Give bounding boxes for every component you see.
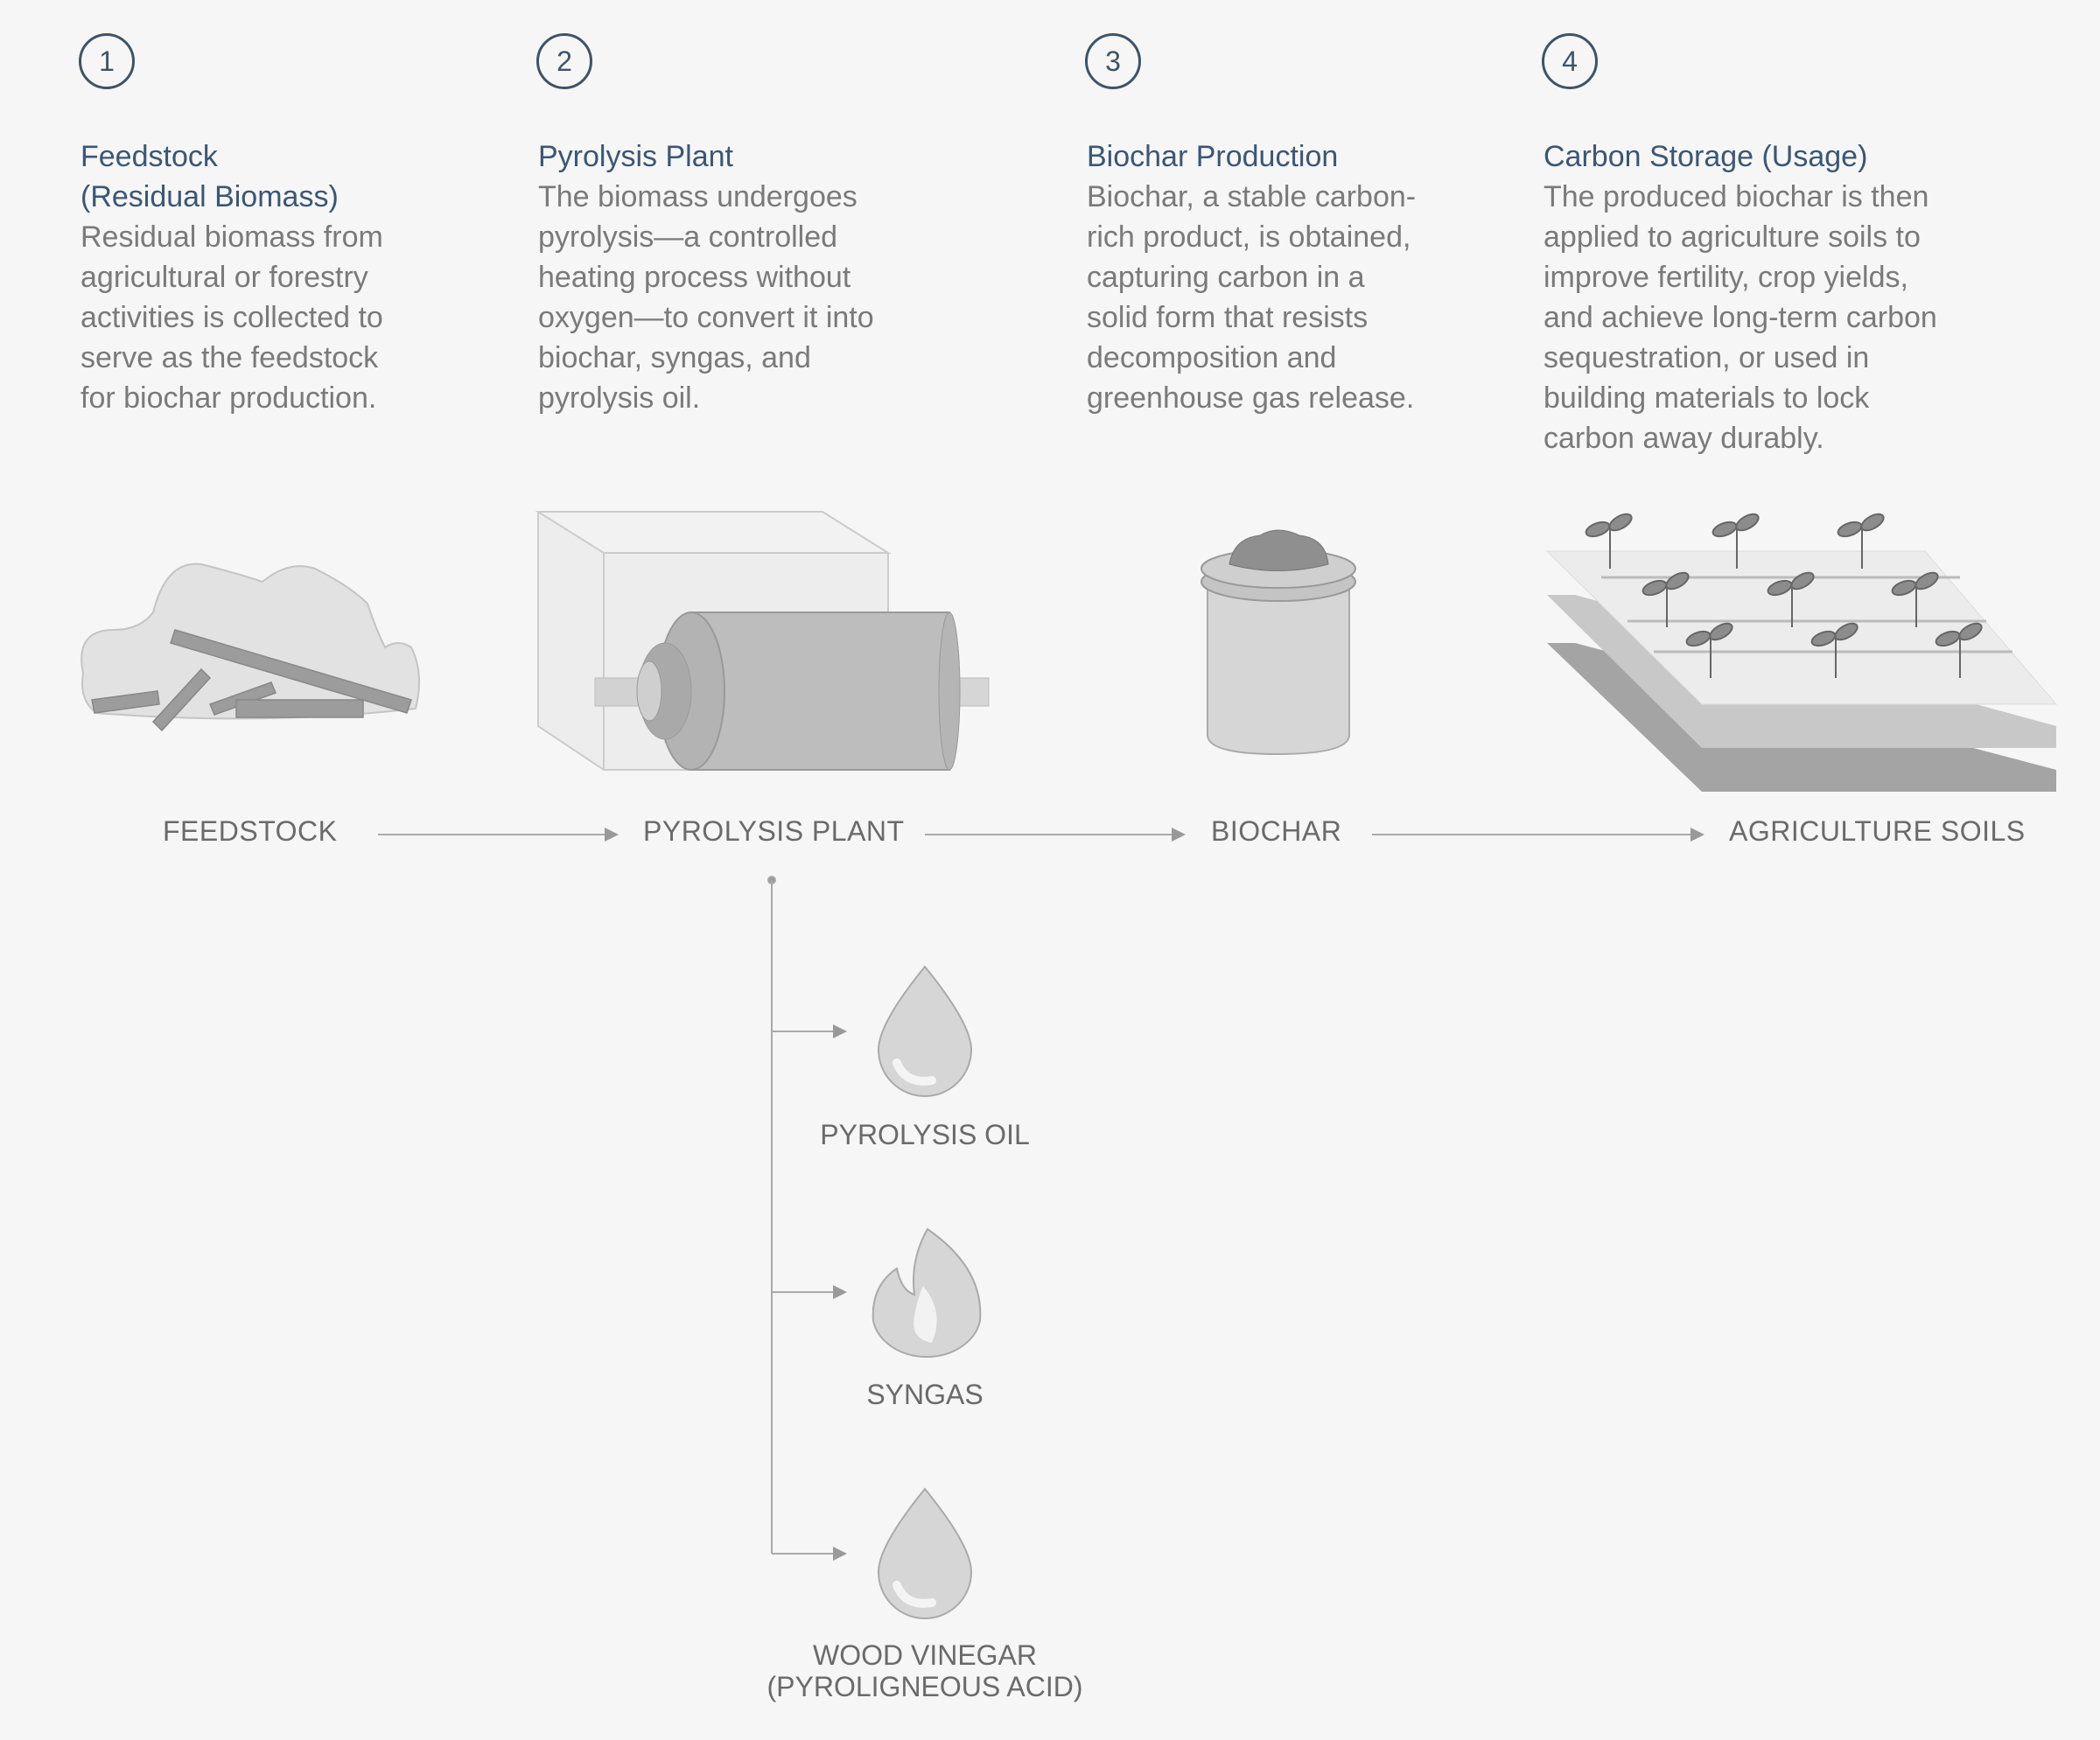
description-line: activities is collected to — [80, 301, 383, 334]
description-line: greenhouse gas release. — [1087, 381, 1415, 415]
description-line: biochar, syngas, and — [538, 341, 811, 374]
step-number-badge: 3 — [1085, 33, 1141, 89]
syngas-flame-icon — [872, 1227, 982, 1358]
flow-arrows — [378, 828, 1704, 1561]
sprout-icon — [1891, 571, 1939, 627]
description-line: for biochar production. — [80, 381, 377, 415]
step-description: The produced biochar is then applied to a… — [1544, 177, 2034, 458]
description-line: capturing carbon in a — [1087, 261, 1365, 294]
output-label-line: (PYROLIGNEOUS ACID) — [766, 1671, 1083, 1702]
step-title: Feedstock (Residual Biomass) — [80, 136, 492, 217]
description-line: sequestration, or used in — [1544, 341, 1870, 374]
output-label-line: WOOD VINEGAR — [812, 1639, 1037, 1671]
description-line: pyrolysis—a controlled — [538, 220, 838, 254]
step-feedstock: 1 Feedstock (Residual Biomass) Residual b… — [79, 33, 492, 418]
step-number-badge: 2 — [536, 33, 592, 89]
sprout-icon — [1585, 513, 1633, 569]
step-description: The biomass undergoes pyrolysis—a control… — [538, 177, 949, 418]
step-number-badge: 4 — [1542, 33, 1598, 89]
description-line: heating process without — [538, 261, 851, 294]
step-title: Pyrolysis Plant — [538, 136, 949, 177]
flow-label-biochar: BIOCHAR — [1211, 815, 1342, 847]
pyrolysis-oil-droplet-icon — [877, 965, 973, 1097]
step-title-line: (Residual Biomass) — [80, 180, 339, 213]
output-label-syngas: SYNGAS — [706, 1379, 1144, 1410]
step-title-line: Pyrolysis Plant — [538, 140, 733, 173]
step-biochar-production: 3 Biochar Production Biochar, a stable c… — [1085, 33, 1498, 418]
description-line: decomposition and — [1087, 341, 1337, 374]
description-line: serve as the feedstock — [80, 341, 379, 374]
description-line: applied to agriculture soils to — [1544, 220, 1921, 254]
output-label-line: PYROLYSIS OIL — [820, 1119, 1030, 1150]
biochar-jar-illustration — [1200, 529, 1356, 756]
step-title: Biochar Production — [1087, 136, 1498, 177]
flow-label-agriculture-soils: AGRICULTURE SOILS — [1729, 815, 2026, 847]
sprout-icon — [1767, 571, 1815, 627]
step-title-line: Biochar Production — [1087, 140, 1339, 173]
description-line: building materials to lock — [1544, 381, 1870, 415]
step-carbon-storage: 4 Carbon Storage (Usage) The produced bi… — [1542, 33, 2034, 458]
description-line: rich product, is obtained, — [1087, 220, 1411, 254]
description-line: solid form that resists — [1087, 301, 1368, 334]
output-label-pyrolysis-oil: PYROLYSIS OIL — [706, 1119, 1144, 1150]
pyrolysis-plant-illustration — [535, 511, 990, 771]
step-number-badge: 1 — [79, 33, 135, 89]
flow-label-feedstock: FEEDSTOCK — [163, 815, 338, 847]
sprout-icon — [1642, 571, 1690, 627]
sprout-icon — [1810, 622, 1858, 678]
step-pyrolysis-plant: 2 Pyrolysis Plant The biomass undergoes p… — [536, 33, 949, 418]
feedstock-illustration — [80, 563, 420, 732]
step-description: Residual biomass from agricultural or for… — [80, 217, 492, 418]
wood-vinegar-droplet-icon — [877, 1487, 973, 1619]
step-title: Carbon Storage (Usage) — [1544, 136, 2034, 177]
sprout-icon — [1685, 622, 1733, 678]
step-description: Biochar, a stable carbon-rich product, i… — [1087, 177, 1498, 418]
flow-label-pyrolysis-plant: PYROLYSIS PLANT — [643, 815, 905, 847]
description-line: and achieve long-term carbon — [1544, 301, 1937, 334]
description-line: improve fertility, crop yields, — [1544, 261, 1908, 294]
description-line: agricultural or forestry — [80, 261, 368, 294]
agriculture-soils-illustration — [1545, 513, 2058, 792]
description-line: The biomass undergoes — [538, 180, 858, 213]
output-label-line: SYNGAS — [866, 1379, 984, 1410]
sprout-icon — [1837, 513, 1885, 569]
step-title-line: Feedstock — [80, 140, 218, 173]
description-line: Biochar, a stable carbon- — [1087, 180, 1417, 213]
sprout-icon — [1712, 513, 1760, 569]
description-line: Residual biomass from — [80, 220, 383, 254]
description-line: pyrolysis oil. — [538, 381, 701, 415]
sprout-icon — [1935, 622, 1983, 678]
description-line: The produced biochar is then — [1544, 180, 1929, 213]
output-label-wood-vinegar: WOOD VINEGAR(PYROLIGNEOUS ACID) — [706, 1639, 1144, 1702]
description-line: oxygen—to convert it into — [538, 301, 874, 334]
description-line: carbon away durably. — [1544, 422, 1824, 455]
step-title-line: Carbon Storage (Usage) — [1544, 140, 1868, 173]
